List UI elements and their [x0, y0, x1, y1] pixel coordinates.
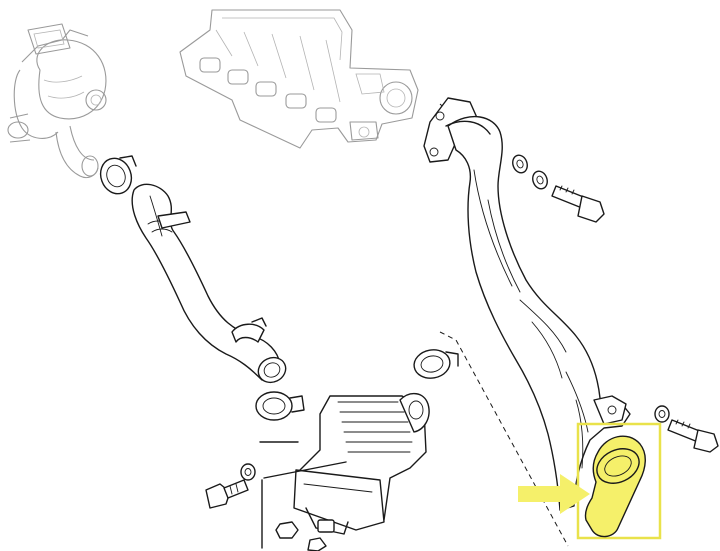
arrow-icon — [518, 474, 590, 514]
intercooler — [293, 393, 430, 535]
turbocharger-outline — [7, 23, 107, 179]
nut — [275, 521, 299, 539]
bolt — [667, 419, 719, 453]
charge-air-pipe — [423, 97, 631, 511]
washer — [512, 154, 528, 174]
connector-hose — [584, 435, 646, 538]
intake-manifold-outline — [179, 9, 419, 149]
bolt — [551, 185, 605, 223]
hose-clamp — [255, 391, 305, 421]
highlight-frame — [576, 422, 662, 540]
washer — [532, 170, 548, 190]
washer — [240, 463, 256, 481]
charge-air-hose — [99, 155, 287, 384]
washer — [654, 405, 670, 423]
nut — [307, 537, 327, 551]
bolt — [205, 479, 249, 509]
hose-clamp-upper — [413, 349, 459, 379]
